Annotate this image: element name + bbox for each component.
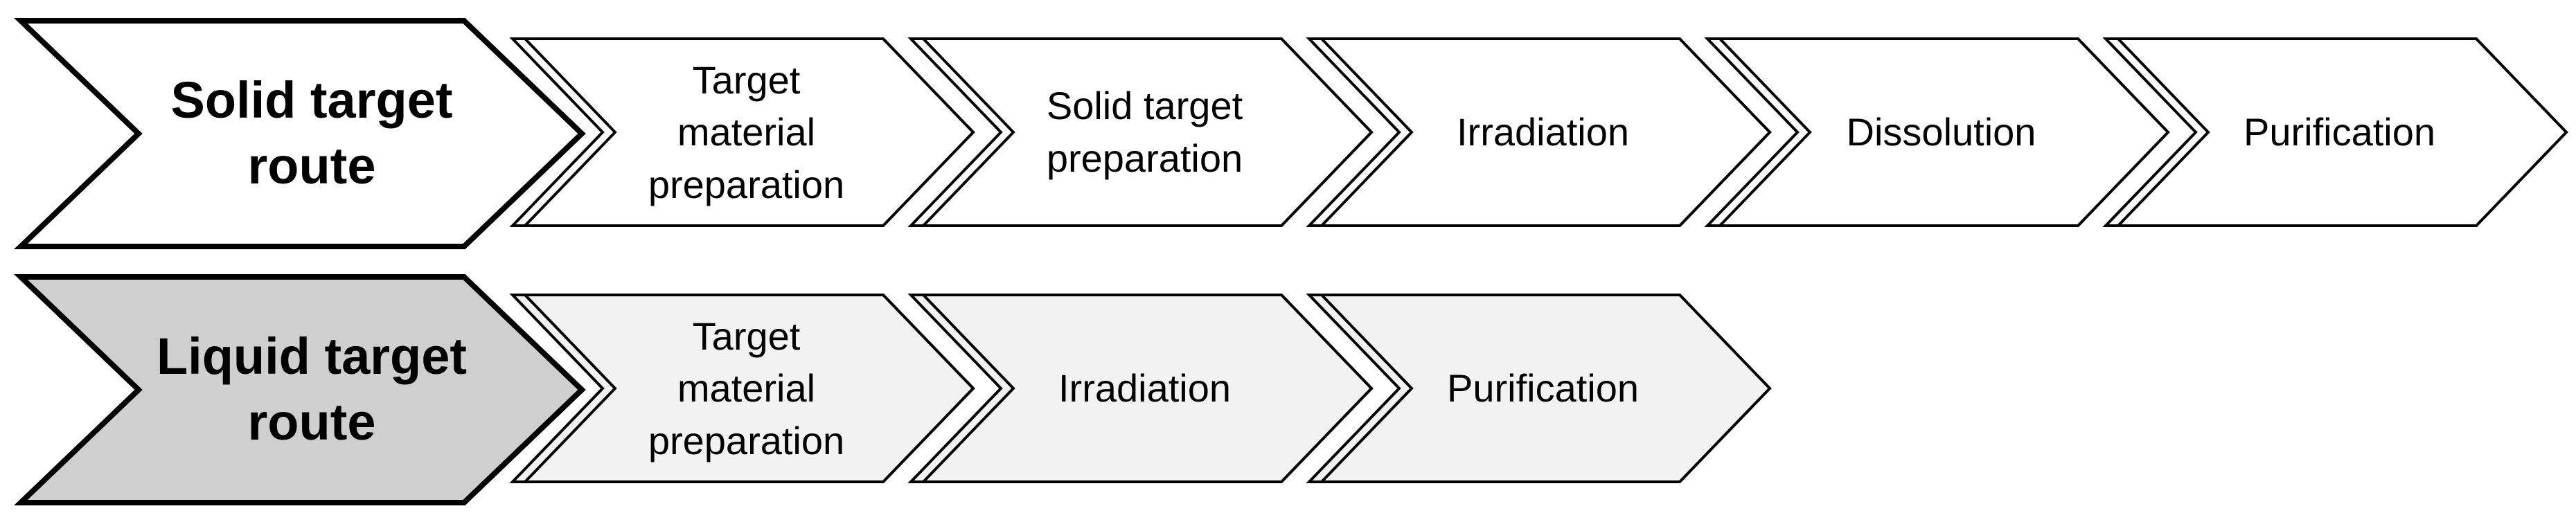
step-chevron-inner-solid-5 bbox=[2115, 37, 2568, 227]
step-chevron-inner-liquid-1 bbox=[522, 294, 975, 483]
step-chevron-inner-solid-3 bbox=[1318, 37, 1772, 227]
route-chevron-solid bbox=[14, 18, 586, 249]
step-chevron-inner-solid-2 bbox=[920, 37, 1374, 227]
step-chevron-inner-liquid-3 bbox=[1318, 294, 1772, 483]
step-chevron-inner-solid-1 bbox=[522, 37, 975, 227]
step-chevron-inner-solid-4 bbox=[1716, 37, 2170, 227]
step-chevron-inner-liquid-2 bbox=[920, 294, 1374, 483]
route-chevron-liquid bbox=[14, 274, 586, 505]
